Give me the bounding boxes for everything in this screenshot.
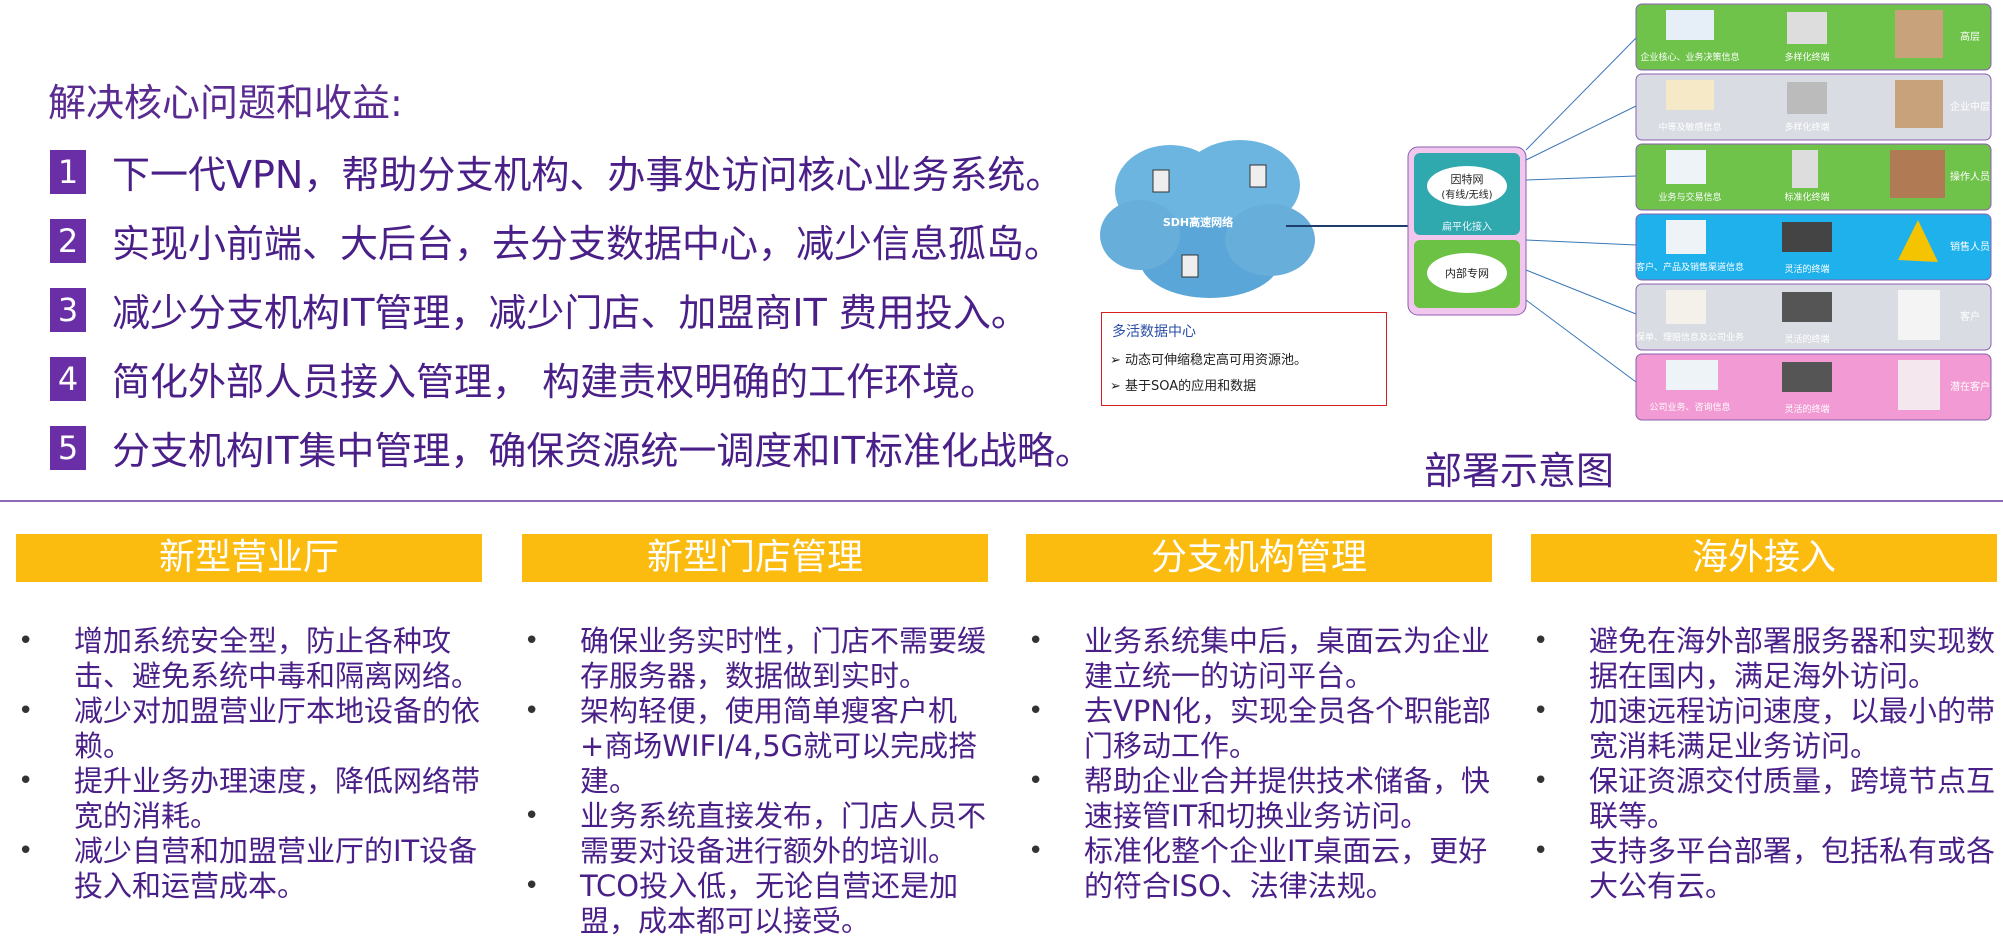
list-item: 保证资源交付质量，跨境节点互联等。 [1531, 764, 1997, 834]
column-new-business-hall: 新型营业厅 增加系统安全型，防止各种攻击、避免系统中毒和隔离网络。 减少对加盟营… [16, 534, 482, 904]
row-4: 保单、理赔信息及公司业务 灵活的终端 客户 [1635, 283, 1992, 351]
row-side-label: 高层 [1960, 30, 1980, 43]
row-1: 中等及敏感信息 多样化终端 企业中层 [1635, 73, 1992, 141]
key-point-5: 5 分支机构IT集中管理，确保资源统一调度和IT标准化战略。 [50, 420, 1093, 475]
key-point-text: 减少分支机构IT管理，减少门店、加盟商IT 费用投入。 [112, 291, 1029, 335]
column-new-store-management: 新型门店管理 确保业务实时性，门店不需要缓存服务器，数据做到实时。 架构轻便，使… [522, 534, 988, 939]
data-center-box: 多活数据中心 ➢ 动态可伸缩稳定高可用资源池。 ➢ 基于SOA的应用和数据 [1101, 312, 1387, 406]
column-title: 新型营业厅 [16, 534, 482, 582]
row-0: 企业核心、业务决策信息 多样化终端 高层 [1635, 3, 1992, 71]
row-side-label: 销售人员 [1950, 240, 1990, 253]
key-point-number: 2 [50, 218, 86, 263]
row-mid-label: 灵活的终端 [1784, 333, 1829, 345]
data-center-title: 多活数据中心 [1112, 324, 1196, 340]
list-item: 支持多平台部署，包括私有或各大公有云。 [1531, 834, 1997, 904]
row-mid-label: 灵活的终端 [1784, 403, 1829, 415]
flat-access-label: 扁平化接入 [1442, 220, 1492, 233]
list-item: TCO投入低，无论自营还是加盟，成本都可以接受。 [522, 869, 988, 939]
row-mid-label: 多样化终端 [1784, 51, 1829, 63]
list-item: 标准化整个企业IT桌面云，更好的符合ISO、法律法规。 [1026, 834, 1492, 904]
column-title: 新型门店管理 [522, 534, 988, 582]
list-item: 业务系统直接发布，门店人员不需要对设备进行额外的培训。 [522, 799, 988, 869]
column-branch-management: 分支机构管理 业务系统集中后，桌面云为企业建立统一的访问平台。 去VPN化，实现… [1026, 534, 1492, 904]
list-item: 减少对加盟营业厅本地设备的依赖。 [16, 694, 482, 764]
list-item: 帮助企业合并提供技术储备，快速接管IT和切换业务访问。 [1026, 764, 1492, 834]
key-point-1: 1 下一代VPN，帮助分支机构、办事处访问核心业务系统。 [50, 144, 1063, 199]
list-item: 确保业务实时性，门店不需要缓存服务器，数据做到实时。 [522, 624, 988, 694]
row-left-label: 公司业务、咨询信息 [1649, 401, 1730, 413]
diagram-title: 部署示意图 [1424, 449, 1615, 493]
key-point-text: 实现小前端、大后台，去分支数据中心，减少信息孤岛。 [112, 222, 1063, 266]
list-item: 业务系统集中后，桌面云为企业建立统一的访问平台。 [1026, 624, 1492, 694]
row-mid-label: 灵活的终端 [1784, 263, 1829, 275]
key-point-4: 4 简化外部人员接入管理， 构建责权明确的工作环境。 [50, 351, 998, 406]
row-left-label: 保单、理赔信息及公司业务 [1636, 331, 1744, 343]
internet-sublabel: (有线/无线) [1441, 188, 1492, 201]
data-center-item: ➢ 动态可伸缩稳定高可用资源池。 [1110, 353, 1308, 368]
row-left-label: 业务与交易信息 [1658, 191, 1721, 203]
row-side-label: 客户 [1960, 310, 1980, 323]
row-3: 客户、产品及销售渠道信息 灵活的终端 销售人员 [1635, 213, 1992, 281]
row-left-label: 客户、产品及销售渠道信息 [1636, 261, 1744, 273]
column-title: 海外接入 [1531, 534, 1997, 582]
list-item: 架构轻便，使用简单瘦客户机+商场WIFI/4,5G就可以完成搭建。 [522, 694, 988, 799]
key-point-2: 2 实现小前端、大后台，去分支数据中心，减少信息孤岛。 [50, 213, 1062, 268]
list-item: 去VPN化，实现全员各个职能部门移动工作。 [1026, 694, 1492, 764]
deployment-diagram: SDH高速网络 因特网 (有线/无线) 扁平化接入 内部专网 企业核心、业务决策… [1100, 3, 1992, 421]
key-point-number: 3 [50, 287, 86, 332]
list-item: 增加系统安全型，防止各种攻击、避免系统中毒和隔离网络。 [16, 624, 482, 694]
key-point-text: 下一代VPN，帮助分支机构、办事处访问核心业务系统。 [112, 153, 1064, 197]
row-left-label: 中等及敏感信息 [1658, 121, 1721, 133]
list-item: 加速远程访问速度，以最小的带宽消耗满足业务访问。 [1531, 694, 1997, 764]
row-mid-label: 标准化终端 [1784, 191, 1829, 203]
column-overseas-access: 海外接入 避免在海外部署服务器和实现数据在国内，满足海外访问。 加速远程访问速度… [1531, 534, 1997, 904]
list-item: 避免在海外部署服务器和实现数据在国内，满足海外访问。 [1531, 624, 1997, 694]
sdh-cloud-label: SDH高速网络 [1163, 215, 1233, 229]
key-point-text: 简化外部人员接入管理， 构建责权明确的工作环境。 [112, 360, 999, 404]
list-item: 减少自营和加盟营业厅的IT设备投入和运营成本。 [16, 834, 482, 904]
row-5: 公司业务、咨询信息 灵活的终端 潜在客户 [1635, 353, 1992, 421]
key-point-3: 3 减少分支机构IT管理，减少门店、加盟商IT 费用投入。 [50, 282, 1029, 337]
key-point-text: 分支机构IT集中管理，确保资源统一调度和IT标准化战略。 [112, 429, 1093, 473]
key-point-number: 4 [50, 356, 86, 401]
list-item: 提升业务办理速度，降低网络带宽的消耗。 [16, 764, 482, 834]
row-2: 业务与交易信息 标准化终端 操作人员 [1635, 143, 1992, 211]
data-center-item: ➢ 基于SOA的应用和数据 [1110, 379, 1257, 394]
section-heading: 解决核心问题和收益: [48, 81, 403, 125]
key-point-number: 1 [50, 149, 86, 194]
row-side-label: 操作人员 [1950, 170, 1990, 183]
sdh-cloud: SDH高速网络 [1100, 140, 1315, 298]
row-side-label: 潜在客户 [1950, 380, 1990, 393]
private-net-label: 内部专网 [1445, 266, 1489, 280]
key-point-number: 5 [50, 425, 86, 470]
row-left-label: 企业核心、业务决策信息 [1640, 51, 1739, 63]
row-side-label: 企业中层 [1950, 100, 1990, 113]
row-mid-label: 多样化终端 [1784, 121, 1829, 133]
column-title: 分支机构管理 [1026, 534, 1492, 582]
internet-label: 因特网 [1451, 172, 1484, 186]
section-divider [0, 500, 2003, 502]
